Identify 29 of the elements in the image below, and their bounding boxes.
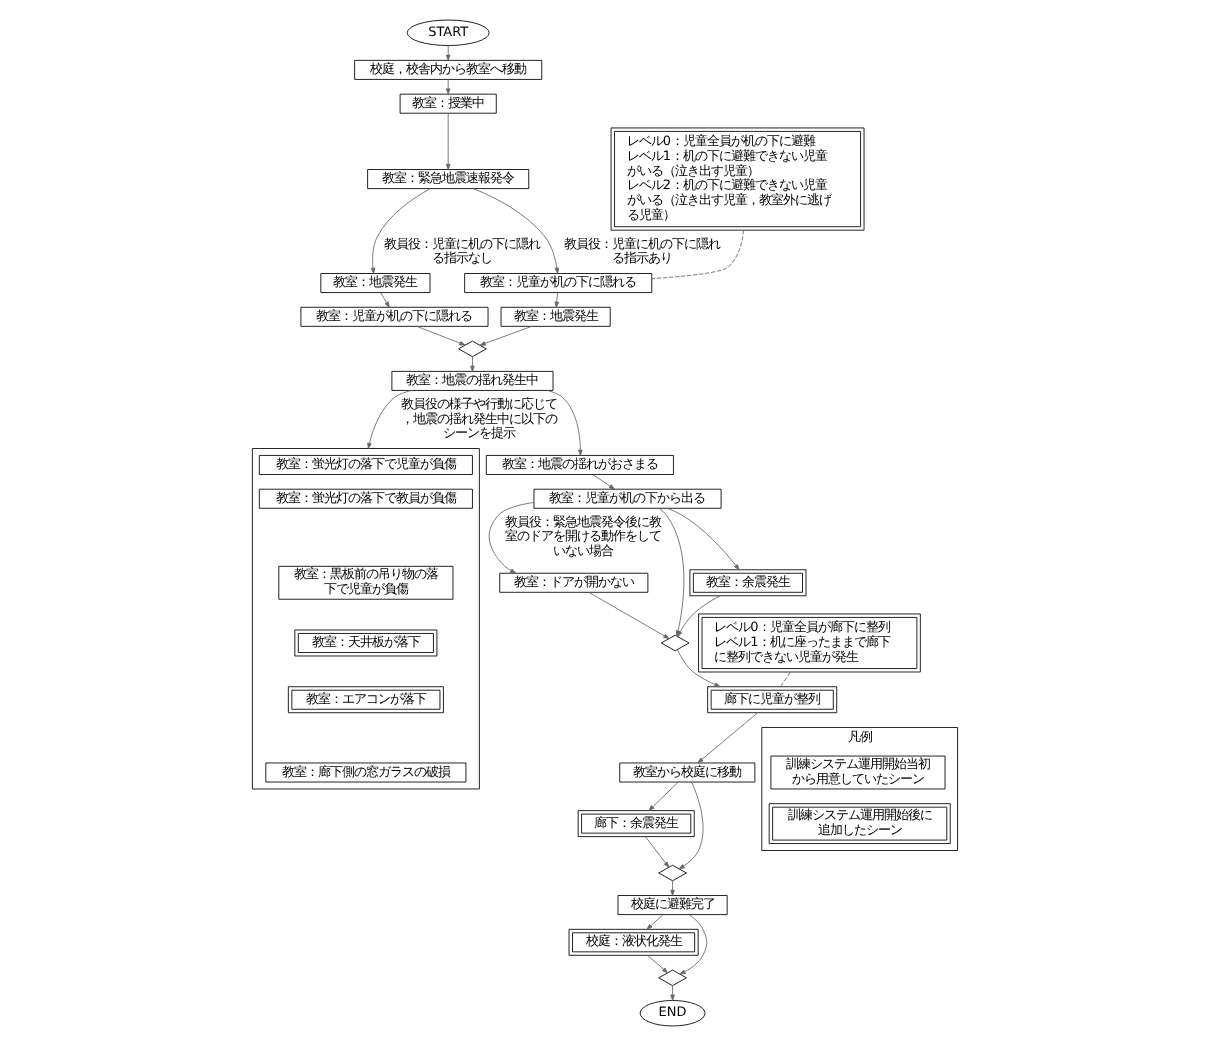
arrow xyxy=(445,79,451,95)
arrow xyxy=(645,836,670,868)
arrow xyxy=(554,292,559,308)
arrow xyxy=(678,781,704,870)
arrow xyxy=(472,188,560,274)
arrow xyxy=(416,326,466,346)
arrow xyxy=(670,880,675,896)
arrow xyxy=(647,954,669,974)
arrow xyxy=(697,712,758,764)
arrow xyxy=(648,781,679,811)
arrow xyxy=(670,985,675,1001)
arrow xyxy=(588,591,670,639)
cluster xyxy=(251,448,480,790)
arrow xyxy=(547,390,583,456)
arrow xyxy=(488,502,535,574)
arrow xyxy=(380,292,390,308)
arrow xyxy=(470,356,475,372)
arrow xyxy=(445,112,451,170)
arrow xyxy=(666,507,740,571)
arrow xyxy=(370,188,431,274)
connector xyxy=(780,671,791,688)
arrow xyxy=(677,649,721,688)
connector xyxy=(651,229,744,280)
arrow xyxy=(592,474,615,490)
arrow xyxy=(679,914,708,975)
arrow xyxy=(367,390,412,449)
arrow xyxy=(479,325,533,346)
arrow xyxy=(646,914,664,930)
arrow xyxy=(445,45,451,61)
